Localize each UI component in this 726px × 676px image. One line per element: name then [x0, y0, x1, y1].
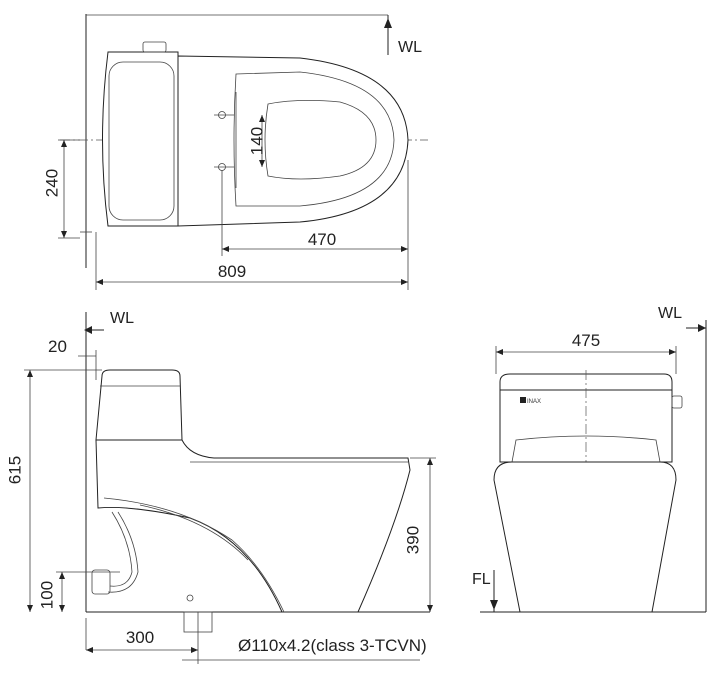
width-dimension: 240: [42, 169, 61, 197]
total-height-dimension: 615: [5, 456, 24, 484]
inlet-height-dimension: 100: [37, 581, 56, 609]
pipe-spec-label: Ø110x4.2(class 3-TCVN): [238, 636, 427, 655]
front-wall-label: WL: [658, 305, 682, 322]
top-wall-label: WL: [398, 39, 422, 56]
hole-offset-dimension: 470: [308, 230, 336, 249]
outlet-distance-dimension: 300: [126, 628, 154, 647]
wall-gap-dimension: 20: [48, 337, 67, 356]
side-view: WL 20 WL 615 100: [5, 310, 436, 664]
front-view: WL 475 INAX FL: [472, 305, 707, 613]
top-view: WL 140 240 470: [42, 14, 428, 290]
side-wall-label: WL: [110, 310, 134, 327]
floor-label: FL: [472, 571, 491, 588]
length-dimension: 809: [218, 262, 246, 281]
seat-height-dimension: 390: [403, 526, 422, 554]
front-width-dimension: 475: [572, 331, 600, 350]
brand-label: INAX: [527, 399, 541, 405]
seat-hole-dimension: 140: [247, 127, 266, 155]
